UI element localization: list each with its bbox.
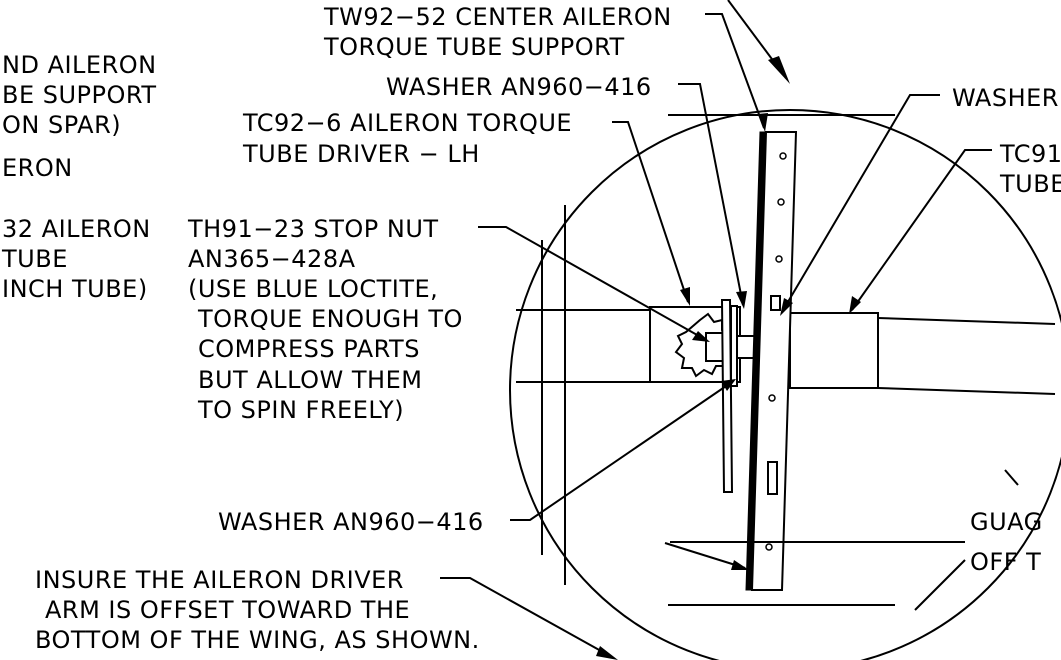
support-hole-1	[779, 152, 787, 160]
right-label-washer: WASHER	[952, 84, 1059, 112]
label-stop-nut-5: COMPRESS PARTS	[198, 335, 420, 363]
left-label-aileron-tube-2: TUBE	[1, 245, 68, 273]
label-stop-nut-4: TORQUE ENOUGH TO	[197, 305, 463, 333]
arrow-center-support	[758, 113, 768, 132]
support-hole-2	[777, 198, 785, 206]
arrow-insure	[596, 646, 618, 660]
leader-right-washer	[781, 94, 940, 313]
left-label-aileron-end-support-1: ND AILERON	[2, 51, 157, 79]
torque-tube-right	[877, 317, 1056, 325]
label-center-aileron-support-1: TW92−52 CENTER AILERON	[323, 3, 672, 31]
label-insure-note-1: INSURE THE AILERON DRIVER	[35, 566, 404, 594]
label-torque-tube-driver-2: TUBE DRIVER − LH	[242, 140, 480, 168]
leader-washer-bottom	[510, 381, 733, 521]
arrow-tc91	[849, 296, 861, 314]
label-stop-nut-7: TO SPIN FREELY)	[197, 396, 404, 424]
support-hole-4	[768, 394, 776, 402]
leader-off-t	[914, 559, 966, 611]
right-label-tc91-1: TC91	[999, 140, 1061, 168]
label-washer-bottom: WASHER AN960−416	[218, 508, 484, 536]
torque-tube-right-bottom	[877, 387, 1056, 395]
support-tab-top	[770, 295, 781, 311]
leader-driver	[612, 121, 689, 303]
label-stop-nut-3: (USE BLUE LOCTITE,	[188, 275, 438, 303]
arrow-right-washer	[780, 298, 793, 316]
leader-guage-offset	[664, 542, 746, 569]
leader-tc91	[851, 149, 992, 311]
center-support-flange	[750, 131, 798, 591]
washer-left	[730, 305, 738, 387]
left-label-aileron-end-support-3: ON SPAR)	[2, 111, 121, 139]
arrow-driver	[680, 287, 690, 306]
torque-tube-left	[516, 309, 651, 383]
support-tab-bottom	[767, 461, 778, 495]
left-label-aileron: ERON	[2, 154, 73, 182]
arrow-stop-nut	[692, 331, 710, 342]
support-hole-3	[775, 255, 783, 263]
label-stop-nut-2: AN365−428A	[188, 245, 356, 273]
big-arrow-head	[768, 56, 790, 84]
detail-circle	[509, 109, 1061, 660]
right-label-guage-2: OFF T	[970, 548, 1041, 576]
label-center-aileron-support-2: TORQUE TUBE SUPPORT	[323, 33, 625, 61]
right-label-tc91-2: TUBE	[999, 170, 1061, 198]
support-hole-5	[765, 543, 773, 551]
label-insure-note-3: BOTTOM OF THE WING, AS SHOWN.	[35, 626, 480, 654]
label-washer-top: WASHER AN960−416	[386, 73, 652, 101]
label-stop-nut-1: TH91−23 STOP NUT	[187, 215, 439, 243]
leader-center-support	[705, 13, 765, 129]
torque-tube-right-sleeve	[789, 312, 879, 389]
arrow-guage	[731, 560, 749, 570]
left-label-aileron-end-support-2: BE SUPPORT	[2, 81, 156, 109]
arrow-washer-top	[736, 291, 747, 309]
aileron-driver-arm	[720, 299, 734, 493]
left-label-aileron-tube-3: INCH TUBE)	[2, 275, 148, 303]
leader-stop-nut	[478, 226, 707, 341]
label-torque-tube-driver-1: TC92−6 AILERON TORQUE	[242, 109, 572, 137]
label-insure-note-2: ARM IS OFFSET TOWARD THE	[45, 596, 410, 624]
leader-washer-top	[678, 83, 744, 306]
right-label-guage-1: GUAG	[970, 508, 1043, 536]
arrow-washer-bottom	[721, 379, 736, 391]
label-stop-nut-6: BUT ALLOW THEM	[198, 366, 422, 394]
leader-insure	[440, 577, 611, 657]
right-leader-tick	[1004, 469, 1019, 486]
left-label-aileron-tube-1: 32 AILERON	[2, 215, 151, 243]
